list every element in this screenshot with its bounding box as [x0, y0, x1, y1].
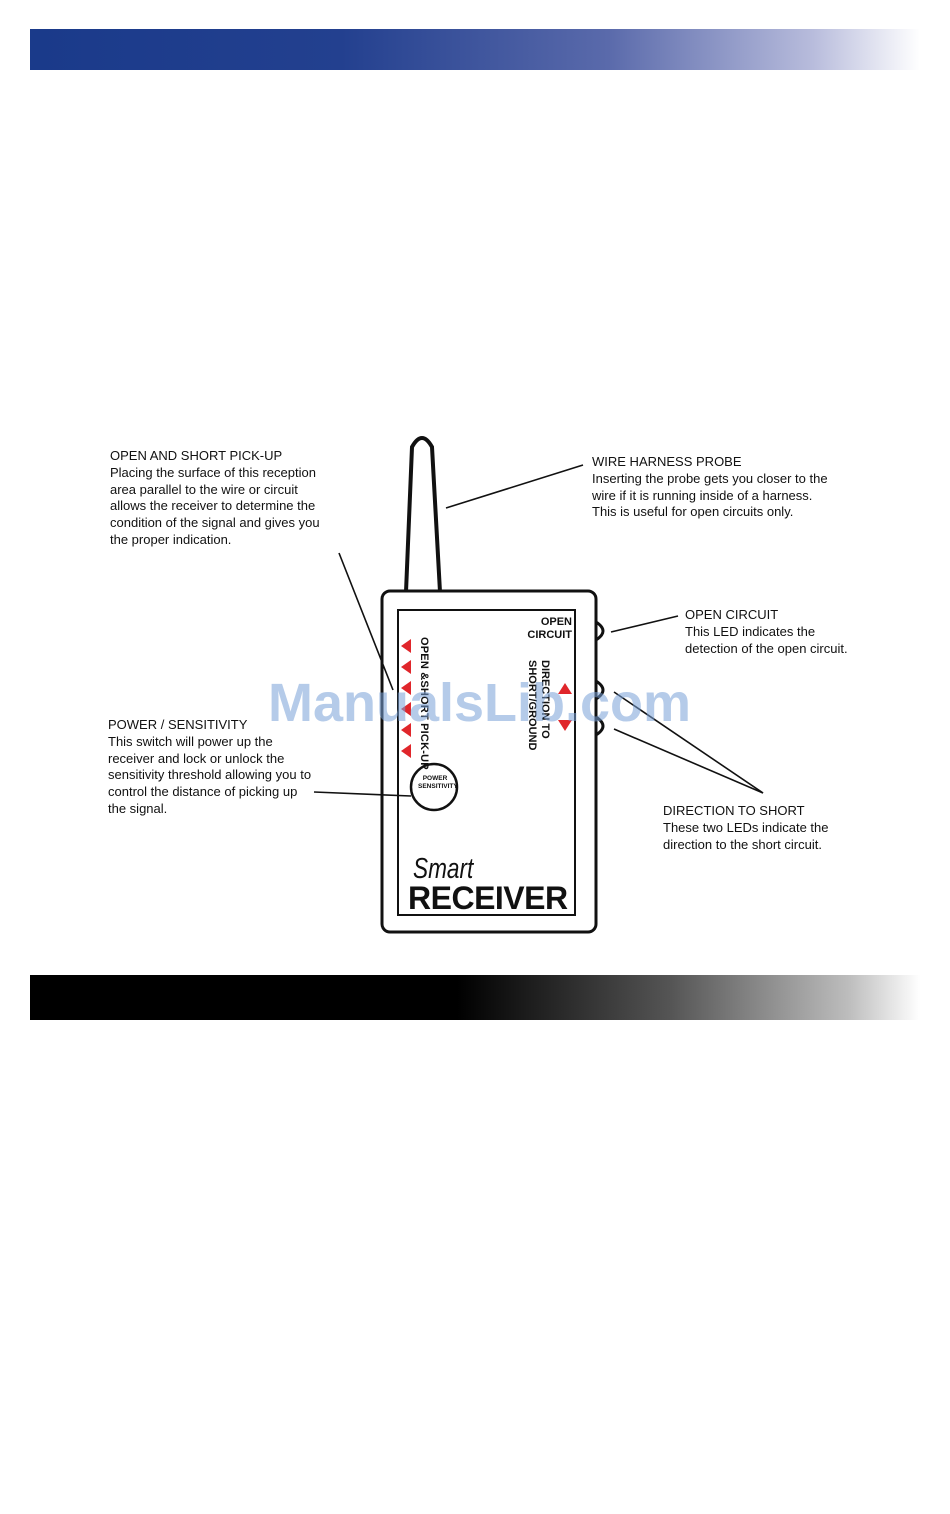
callout-power-line: sensitivity threshold allowing you to	[108, 767, 312, 783]
brand-receiver-text: RECEIVER	[408, 880, 568, 916]
pickup-arrow-2	[401, 660, 411, 674]
power-sensitivity-knob	[409, 762, 459, 812]
callout-direction: DIRECTION TO SHORT These two LEDs indica…	[663, 803, 828, 853]
pickup-panel-label: OPEN &SHORT PICK-UP	[418, 637, 430, 770]
callout-power-line: receiver and lock or unlock the	[108, 750, 285, 766]
callout-probe: WIRE HARNESS PROBE Inserting the probe g…	[592, 454, 828, 521]
callout-power-heading: POWER / SENSITIVITY	[108, 717, 248, 732]
pickup-arrow-4	[401, 702, 411, 716]
callout-probe-line: Inserting the probe gets you closer to t…	[592, 470, 828, 486]
brand-smart-text: Smart	[413, 853, 474, 885]
callout-power-line: This switch will power up the	[108, 733, 273, 749]
callout-direction-line: direction to the short circuit.	[663, 836, 822, 852]
antenna-probe	[404, 436, 442, 593]
callout-pickup-line: allows the receiver to determine the	[110, 498, 316, 514]
open-circuit-label-line1: OPEN	[540, 616, 572, 628]
power-label-line1: POWER	[422, 775, 448, 782]
callout-probe-line: This is useful for open circuits only.	[592, 504, 794, 520]
direction-leader-upper	[613, 691, 764, 794]
open-circuit-led	[595, 620, 605, 642]
pickup-arrow-3	[401, 681, 411, 695]
callout-direction-heading: DIRECTION TO SHORT	[663, 803, 805, 818]
direction-label-line2: SHORT/GROUND	[526, 660, 538, 751]
callout-open-circuit-heading: OPEN CIRCUIT	[685, 607, 779, 622]
callout-pickup-line: condition of the signal and gives you	[110, 515, 320, 531]
callout-open-circuit: OPEN CIRCUIT This LED indicates the dete…	[685, 607, 848, 657]
pickup-indicators	[401, 639, 411, 758]
header-band	[30, 29, 920, 70]
pickup-arrow-6	[401, 744, 411, 758]
power-knob-label: POWER SENSITIVITY	[418, 775, 458, 791]
callout-pickup: OPEN AND SHORT PICK-UP Placing the surfa…	[110, 448, 320, 549]
callout-direction-line: These two LEDs indicate the	[663, 819, 829, 835]
direction-leader-lower	[613, 728, 764, 794]
callout-power: POWER / SENSITIVITY This switch will pow…	[108, 717, 311, 818]
direction-arrow-up	[558, 683, 572, 694]
watermark-text: ManualsLib.com	[268, 673, 692, 733]
callout-power-line: control the distance of picking up	[108, 784, 298, 800]
callout-open-circuit-line: This LED indicates the	[685, 623, 816, 639]
footer-band	[30, 975, 920, 1020]
direction-panel-label: DIRECTION TO SHORT/GROUND	[525, 660, 551, 750]
callout-probe-line: wire if it is running inside of a harnes…	[592, 487, 813, 503]
direction-arrow-down	[558, 720, 572, 731]
open-circuit-panel-label: OPEN CIRCUIT	[512, 616, 572, 642]
callout-power-line: the signal.	[108, 800, 168, 816]
direction-led-lower	[595, 715, 605, 737]
callout-open-circuit-line: detection of the open circuit.	[685, 640, 848, 656]
power-label-line2: SENSITIVITY	[418, 783, 458, 790]
open-circuit-label-line2: CIRCUIT	[527, 629, 572, 641]
pickup-arrow-5	[401, 723, 411, 737]
callout-pickup-line: Placing the surface of this reception	[110, 464, 316, 480]
callout-pickup-line: area parallel to the wire or circuit	[110, 481, 298, 497]
callout-pickup-heading: OPEN AND SHORT PICK-UP	[110, 448, 283, 463]
power-leader	[313, 791, 412, 797]
callout-probe-heading: WIRE HARNESS PROBE	[592, 454, 742, 469]
direction-led-upper	[595, 679, 605, 701]
leader-lines	[313, 464, 764, 797]
receiver-panel	[397, 609, 576, 916]
probe-leader	[445, 464, 584, 509]
pickup-arrow-1	[401, 639, 411, 653]
direction-label-line1: DIRECTION TO	[539, 660, 551, 739]
pickup-leader	[338, 552, 394, 691]
open-circuit-leader	[610, 615, 679, 633]
callout-pickup-line: the proper indication.	[110, 531, 232, 547]
